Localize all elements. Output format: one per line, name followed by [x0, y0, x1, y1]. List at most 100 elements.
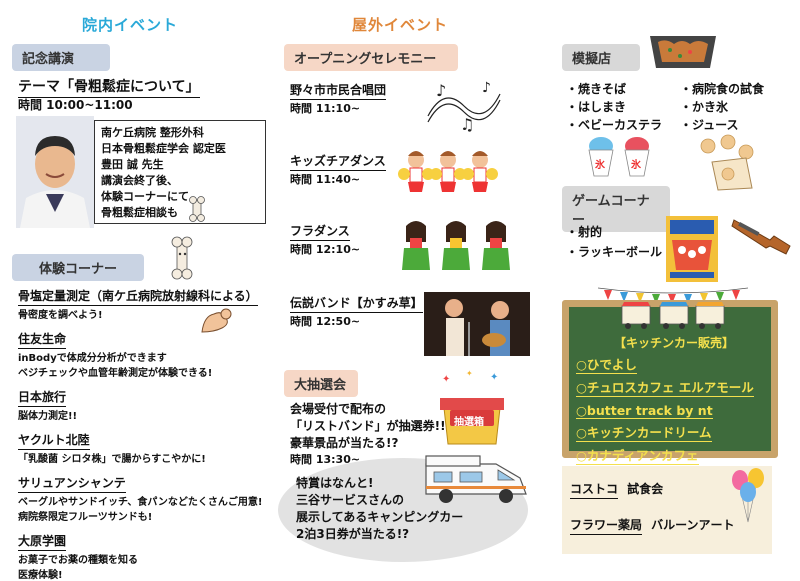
experience-item: ヤクルト北陸 「乳酸菌 シロタ株」で腸からすこやかに!	[18, 429, 280, 465]
speaker-line: 講演会終了後、	[101, 174, 178, 187]
kitchen-car-item: ○butter track by nt	[576, 403, 713, 419]
lucky-ball-poster	[666, 216, 718, 286]
partner-name: フラワー薬局	[570, 516, 643, 535]
experience-item: 大原学園 お菓子でお薬の種類を知る 医療体験!	[18, 530, 280, 581]
experience-item: 骨塩定量測定（南ケ丘病院放射線科による） 骨密度を調べよう!	[18, 285, 280, 321]
outside-events-header: 屋外イベント	[352, 16, 449, 34]
game-item: ・射的	[566, 225, 603, 239]
experience-item-title: 骨塩定量測定（南ケ丘病院放射線科による）	[18, 287, 258, 306]
act-name: 野々市市民合唱団	[290, 81, 387, 100]
prize-line: 展示してあるキャンピングカー	[296, 510, 464, 524]
prize-line: 特賞はなんと!	[296, 476, 374, 490]
act-item: 伝説バンド【かすみ草】 時間 12:50~	[290, 292, 423, 329]
lottery-box-icon: ✦ ✦ ✦ 抽選箱	[436, 368, 508, 446]
experience-item-line: ベーグルやサンドイッチ、食パンなどたくさんご用意!	[18, 497, 263, 508]
prize-info: 特賞はなんと! 三谷サービスさんの 展示してあるキャンピングカー 2泊3日券が当…	[296, 474, 463, 542]
bone-mascot-icon	[168, 236, 196, 284]
lecture-section-label: 記念講演	[12, 44, 110, 71]
lecture-theme: テーマ「骨粗鬆症について」	[18, 76, 200, 98]
games-section-label: ゲームコーナー	[562, 186, 670, 232]
lottery-section-label: 大抽選会	[284, 370, 358, 397]
lottery-line: 豪華景品が当たる!?	[290, 436, 399, 450]
stalls-section-label: 模擬店	[562, 44, 640, 71]
kitchen-car-list: 【キッチンカー販売】 ○ひでよし ○チュロスカフェ エルアモール ○butter…	[576, 334, 772, 468]
experience-item-line: 「乳酸菌 シロタ株」で腸からすこやかに!	[18, 454, 206, 465]
bone-mascot-icon	[186, 196, 208, 226]
experience-item-title: 大原学園	[18, 532, 67, 551]
shaved-ice-icon: 氷	[622, 136, 652, 178]
food-trucks-icon	[620, 300, 726, 334]
camper-van-icon	[420, 450, 532, 512]
shaved-ice-icon: 氷	[586, 136, 616, 178]
cork-gun-icon	[730, 214, 794, 260]
stall-item: ・焼きそば	[566, 82, 627, 96]
svg-text:✦: ✦	[466, 369, 473, 378]
baby-castella-icon	[694, 132, 758, 196]
opening-section-label: オープニングセレモニー	[284, 44, 458, 71]
experience-item-line: 医療体験!	[18, 570, 63, 581]
game-item: ・ラッキーボール	[566, 245, 663, 259]
svg-text:♪: ♪	[482, 80, 491, 96]
experience-item-title: 日本旅行	[18, 388, 67, 407]
experience-item: 住友生命 inBodyで体成分分析ができます ベジチェックや血管年齢測定が体験で…	[18, 328, 280, 379]
muscle-arm-icon	[198, 306, 234, 340]
partner-name: コストコ	[570, 480, 619, 499]
svg-text:✦: ✦	[442, 374, 450, 385]
svg-text:✦: ✦	[490, 372, 498, 383]
svg-text:♪: ♪	[436, 81, 446, 100]
act-name: フラダンス	[290, 222, 350, 241]
experience-item-line: ベジチェックや血管年齢測定が体験できる!	[18, 368, 213, 379]
act-item: キッズチアダンス 時間 11:40~	[290, 150, 386, 187]
music-notes-icon: ♪ ♫ ♪	[424, 76, 504, 140]
experience-section-label: 体験コーナー	[12, 254, 144, 281]
partner-row: フラワー薬局 バルーンアート	[570, 514, 735, 535]
experience-item: 日本旅行 脳体力測定!!	[18, 386, 280, 422]
stall-item: ・病院食の試食	[680, 82, 765, 96]
band-photo	[424, 292, 530, 356]
hula-dancers-icon	[398, 216, 516, 282]
prize-line: 2泊3日券が当たる!?	[296, 527, 410, 541]
act-time: 時間 11:40~	[290, 173, 361, 186]
partner-desc: 試食会	[627, 482, 664, 496]
partner-desc: バルーンアート	[651, 518, 735, 532]
act-time: 時間 11:10~	[290, 102, 361, 115]
act-time: 時間 12:50~	[290, 315, 361, 328]
svg-text:♫: ♫	[460, 115, 474, 134]
act-item: フラダンス 時間 12:10~	[290, 220, 360, 257]
lottery-line: 「リストバンド」が抽選券!!	[290, 419, 446, 433]
lottery-box-label: 抽選箱	[454, 417, 484, 428]
experience-item-title: 住友生命	[18, 330, 67, 349]
stalls-left-list: ・焼きそば ・はしまき ・ベビーカステラ	[566, 80, 662, 134]
speaker-info-box: 南ケ丘病院 整形外科 日本骨粗鬆症学会 認定医 豊田 誠 先生 講演会終了後、 …	[94, 120, 266, 224]
act-item: 野々市市民合唱団 時間 11:10~	[290, 79, 387, 116]
prize-line: 三谷サービスさんの	[296, 493, 405, 507]
stall-item: ・ジュース	[680, 118, 739, 132]
stalls-right-list: ・病院食の試食 ・かき氷 ・ジュース	[680, 80, 764, 134]
balloons-icon	[726, 466, 772, 530]
kitchen-car-item: ○チュロスカフェ エルアモール	[576, 377, 754, 397]
kitchen-car-title: 【キッチンカー販売】	[613, 336, 734, 350]
act-time: 時間 12:10~	[290, 243, 361, 256]
kitchen-car-item: ○ひでよし	[576, 354, 637, 374]
lottery-time: 時間 13:30~	[290, 453, 361, 466]
kitchen-car-chalkboard	[562, 300, 778, 458]
speaker-line: 豊田 誠 先生	[101, 158, 164, 171]
speaker-line: 南ケ丘病院 整形外科	[101, 126, 204, 139]
speaker-photo	[16, 116, 94, 228]
experience-item-line: inBodyで体成分分析ができます	[18, 353, 167, 364]
games-list: ・射的 ・ラッキーボール	[566, 222, 662, 262]
experience-item-line: 病院祭限定フルーツサンドも!	[18, 512, 153, 523]
act-name: 伝説バンド【かすみ草】	[290, 294, 423, 313]
ice-label: 氷	[595, 160, 605, 171]
act-name: キッズチアダンス	[290, 152, 386, 171]
experience-item: サリュアンシャンテ ベーグルやサンドイッチ、食パンなどたくさんご用意! 病院祭限…	[18, 472, 280, 523]
lecture-time: 時間 10:00~11:00	[18, 98, 133, 112]
kitchen-car-item: ○キッチンカードリーム	[576, 422, 712, 442]
ice-label: 氷	[631, 160, 641, 171]
experience-list: 骨塩定量測定（南ケ丘病院放射線科による） 骨密度を調べよう! 住友生命 inBo…	[18, 285, 280, 581]
experience-item-line: 脳体力測定!!	[18, 411, 78, 422]
kitchen-car-item: ○カナディアンカフェ	[576, 445, 699, 465]
experience-item-line: 骨密度を調べよう!	[18, 310, 103, 321]
speaker-line: 骨粗鬆症相談も	[101, 206, 178, 219]
stall-item: ・ベビーカステラ	[566, 118, 663, 132]
